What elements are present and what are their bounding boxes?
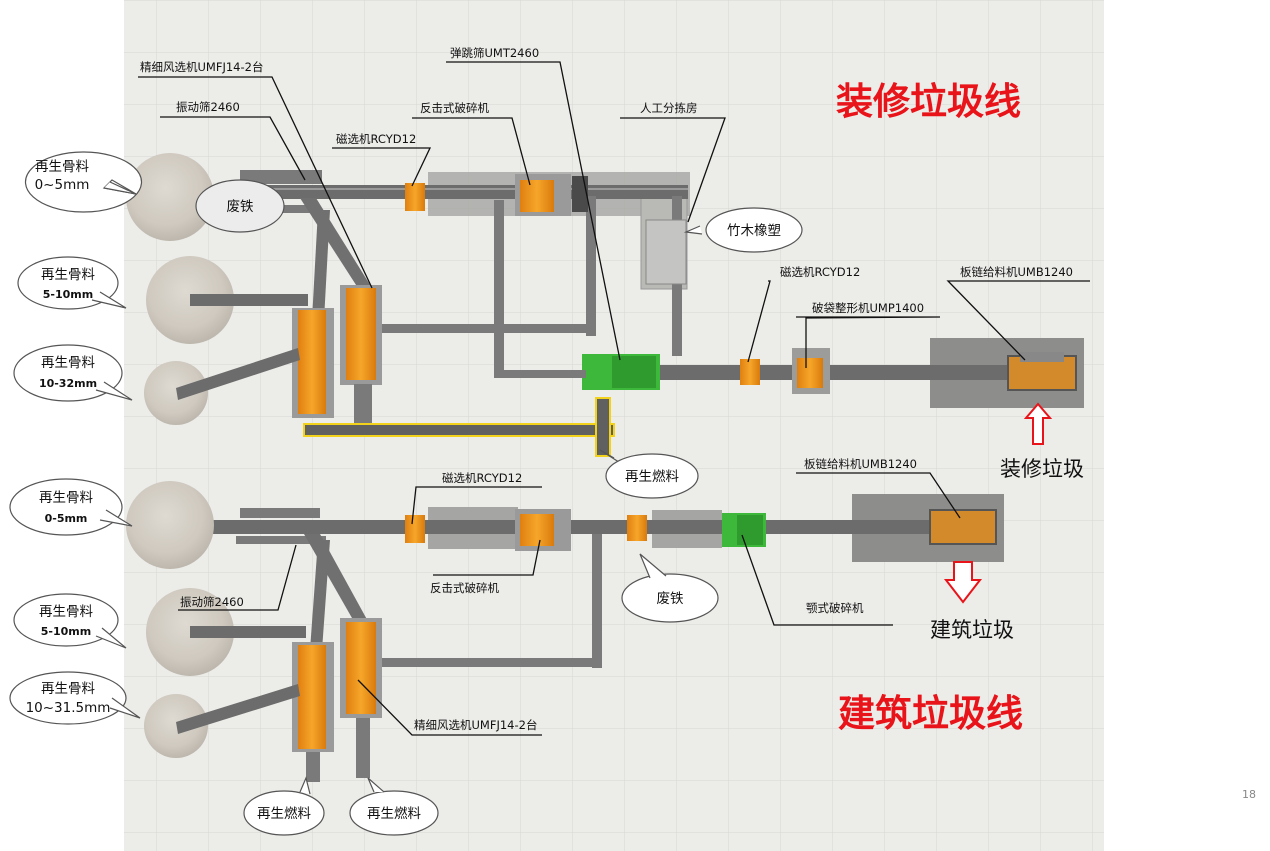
label-chain-feeder-top: 板链给料机UMB1240 xyxy=(960,265,1073,279)
conveyor-bottom-main xyxy=(180,520,600,534)
label-bounce-screen: 弹跳筛UMT2460 xyxy=(450,46,539,60)
bubble-texts: 再生骨料 0~5mm 废铁 竹木橡塑 再生骨料 5-10mm 再生骨料 10-3… xyxy=(26,159,781,822)
input-arrows: 装修垃圾 建筑垃圾 xyxy=(930,402,1084,642)
pile-bottom-10-31 xyxy=(144,694,208,758)
output-bubbles xyxy=(9,151,803,836)
bubble-agg-top-2-size: 5-10mm xyxy=(43,288,93,301)
pile-top-0-5 xyxy=(126,153,214,241)
label-manual-sorting: 人工分拣房 xyxy=(640,101,698,115)
air-separator-bottom-1 xyxy=(298,645,326,749)
label-impact-crusher-bottom: 反击式破碎机 xyxy=(430,581,499,595)
bubble-agg-bot-1-size: 0-5mm xyxy=(45,512,88,525)
pile-top-10-32 xyxy=(144,361,208,425)
bubble-agg-bot-1-title: 再生骨料 xyxy=(39,490,93,506)
label-magnetic-sep-mid: 磁选机RCYD12 xyxy=(780,265,860,279)
label-bag-breaker: 破袋整形机UMP1400 xyxy=(812,301,924,315)
fuel-conveyor-yellow xyxy=(303,423,615,437)
label-air-separator-bottom: 精细风选机UMFJ14-2台 xyxy=(414,718,537,732)
bubble-fuel-bottom-1: 再生燃料 xyxy=(257,805,311,822)
label-chain-feeder-bottom: 板链给料机UMB1240 xyxy=(804,457,917,471)
bubble-agg-bot-3-size: 10~31.5mm xyxy=(26,700,111,716)
decoration-line-equipment xyxy=(126,153,1084,457)
title-construction-line: 建筑垃圾线 xyxy=(838,692,1023,735)
conveyor-feed-decoration xyxy=(660,365,1050,380)
title-decoration-line: 装修垃圾线 xyxy=(836,80,1021,123)
label-air-separator-top: 精细风选机UMFJ14-2台 xyxy=(140,60,263,74)
bubble-agg-top-2-title: 再生骨料 xyxy=(41,267,95,283)
page-number: 18 xyxy=(1242,788,1256,801)
label-magnetic-sep-bottom: 磁选机RCYD12 xyxy=(442,471,522,485)
bubble-agg-top-3-size: 10-32mm xyxy=(39,377,97,390)
label-impact-crusher-top: 反击式破碎机 xyxy=(420,101,489,115)
bubble-agg-top-1-title: 再生骨料 xyxy=(35,159,89,175)
bubble-scrap-iron-top: 废铁 xyxy=(227,199,254,215)
label-jaw-crusher: 颚式破碎机 xyxy=(806,601,864,615)
label-magnetic-sep-top: 磁选机RCYD12 xyxy=(336,132,416,146)
bubble-agg-top-1-size: 0~5mm xyxy=(35,177,90,193)
impact-crusher-bottom-machine xyxy=(520,514,554,546)
bubble-bamboo-wood: 竹木橡塑 xyxy=(727,223,781,239)
arrow-down-construction-icon xyxy=(943,561,983,604)
bubble-scrap-iron-bottom: 废铁 xyxy=(657,591,685,607)
label-decoration-waste: 装修垃圾 xyxy=(1000,457,1084,481)
bubble-agg-bot-2-size: 5-10mm xyxy=(41,625,91,638)
air-separator-top-2 xyxy=(346,288,376,380)
air-separator-top-1 xyxy=(298,310,326,414)
bubble-agg-bot-2-title: 再生骨料 xyxy=(39,604,93,620)
label-construction-waste: 建筑垃圾 xyxy=(930,618,1014,642)
bubble-fuel-mid: 再生燃料 xyxy=(625,468,679,485)
leader-lines xyxy=(138,61,1090,736)
label-vibrating-screen-top: 振动筛2460 xyxy=(176,100,240,114)
chain-feeder-construction xyxy=(929,509,997,545)
pile-bottom-0-5 xyxy=(126,481,214,569)
air-separator-bottom-2 xyxy=(346,622,376,714)
equipment-labels: 精细风选机UMFJ14-2台 振动筛2460 弹跳筛UMT2460 反击式破碎机… xyxy=(140,46,1073,732)
bubble-agg-bot-3-title: 再生骨料 xyxy=(41,681,95,697)
impact-crusher-top-machine xyxy=(520,180,554,212)
arrow-up-decoration-icon xyxy=(1023,402,1053,445)
construction-line-equipment xyxy=(126,481,1004,782)
label-vibrating-screen-bottom: 振动筛2460 xyxy=(180,595,244,609)
bubble-agg-top-3-title: 再生骨料 xyxy=(41,355,95,371)
bubble-fuel-bottom-2: 再生燃料 xyxy=(367,805,421,822)
